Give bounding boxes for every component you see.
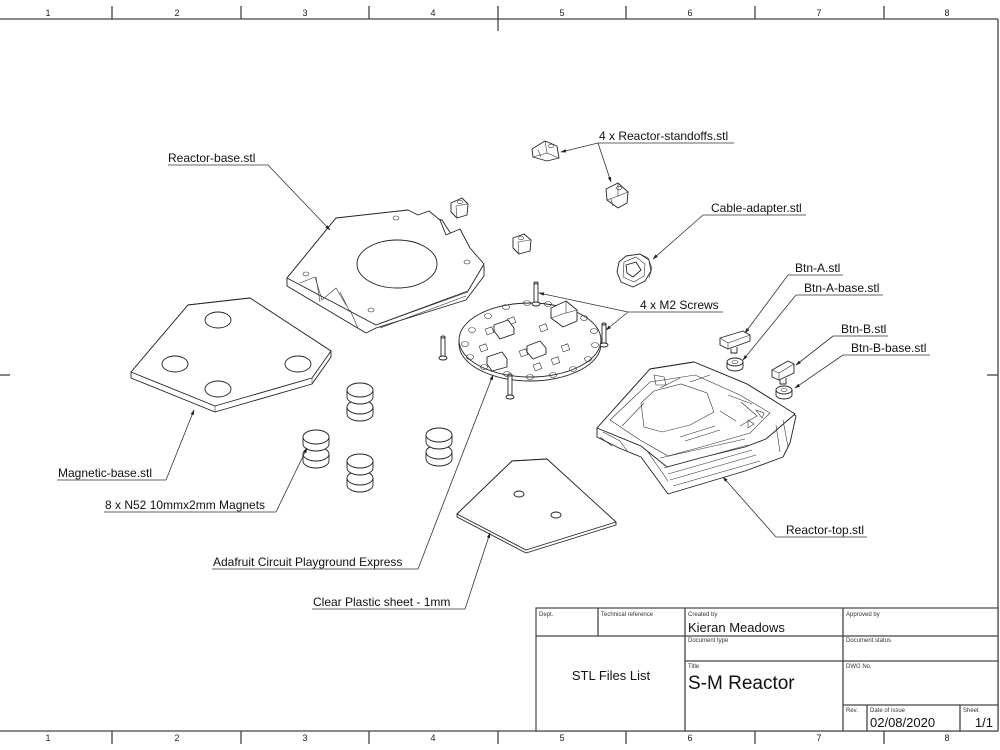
callout-reactor-top: Reactor-top.stl xyxy=(722,476,867,538)
standoff-part xyxy=(605,182,629,209)
date-of-issue-value: 02/08/2020 xyxy=(870,715,935,730)
callout-magnetic-base: Magnetic-base.stl xyxy=(57,409,195,481)
callout-cable-adapter: Cable-adapter.stl xyxy=(652,201,806,260)
callout-label: 4 x M2 Screws xyxy=(640,298,719,312)
callout-magnets: 8 x N52 10mmx2mm Magnets xyxy=(104,447,308,513)
magnet-stack xyxy=(425,427,453,467)
callout-label: Btn-B-base.stl xyxy=(851,341,926,355)
title-block: Dept. Technical reference Created by Kie… xyxy=(535,607,999,732)
circuit-playground-part xyxy=(458,300,602,382)
standoff-part xyxy=(450,197,469,219)
callout-label: Reactor-top.stl xyxy=(786,523,864,537)
zone-label: 2 xyxy=(174,733,179,743)
callout-btn-b-base: Btn-B-base.stl xyxy=(794,341,930,389)
m2-screw-part xyxy=(438,335,448,361)
board-pads xyxy=(461,300,599,380)
plastic-sheet-part xyxy=(456,458,617,554)
zone-label: 4 xyxy=(430,8,435,18)
callout-m2-screws: 4 x M2 Screws xyxy=(538,292,723,331)
magnetic-base-part xyxy=(130,297,332,413)
zone-label: 6 xyxy=(687,733,692,743)
callout-btn-b: Btn-B.stl xyxy=(795,322,888,366)
cable-adapter-part xyxy=(616,253,653,288)
doc-status-label: Document status xyxy=(846,638,891,644)
btn-b-base-part xyxy=(775,385,793,400)
zone-label: 5 xyxy=(559,733,564,743)
doc-type-label: Document type xyxy=(688,638,729,644)
callout-label: Clear Plastic sheet - 1mm xyxy=(313,595,450,609)
zone-label: 4 xyxy=(430,733,435,743)
zone-labels-bottom: 1 2 3 4 5 6 7 8 xyxy=(45,733,949,743)
title-label: Title xyxy=(688,664,700,670)
sheet-label: Sheet xyxy=(963,708,979,714)
callout-reactor-base: Reactor-base.stl xyxy=(168,151,331,231)
created-by-label: Created by xyxy=(688,612,717,618)
zone-label: 8 xyxy=(944,8,949,18)
zone-label: 8 xyxy=(944,733,949,743)
standoff-part xyxy=(512,233,532,255)
zone-label: 5 xyxy=(559,8,564,18)
callout-label: Btn-A.stl xyxy=(795,261,840,275)
callout-label: 8 x N52 10mmx2mm Magnets xyxy=(105,498,265,512)
callout-label: 4 x Reactor-standoffs.stl xyxy=(599,129,728,143)
callout-label: Reactor-base.stl xyxy=(168,151,255,165)
magnet-stack xyxy=(346,453,374,493)
magnet-stack xyxy=(346,382,374,422)
dept-label: Dept. xyxy=(539,612,554,618)
callout-label: Magnetic-base.stl xyxy=(58,466,152,480)
callout-btn-a: Btn-A.stl xyxy=(744,261,843,334)
callout-label: Btn-A-base.stl xyxy=(804,281,879,295)
drawing-title: S-M Reactor xyxy=(688,673,795,694)
magnets-part xyxy=(302,382,453,493)
zone-label: 3 xyxy=(302,8,307,18)
callout-label: Adafruit Circuit Playground Express xyxy=(213,555,402,569)
zone-labels-top: 1 2 3 4 5 6 7 8 xyxy=(45,8,949,18)
btn-b-part xyxy=(771,360,795,385)
btn-a-base-part xyxy=(726,357,744,372)
zone-label: 3 xyxy=(302,733,307,743)
m2-screw-part xyxy=(505,373,515,400)
callout-btn-a-base: Btn-A-base.stl xyxy=(742,281,883,361)
callout-label: Btn-B.stl xyxy=(841,322,886,336)
drawing-description: STL Files List xyxy=(572,668,651,683)
rev-label: Rev. xyxy=(846,708,858,714)
zone-label: 7 xyxy=(816,733,821,743)
reactor-top-part xyxy=(596,361,797,495)
board-components xyxy=(478,300,578,372)
m2-screw-part xyxy=(599,322,609,348)
zone-label: 6 xyxy=(687,8,692,18)
date-of-issue-label: Date of issue xyxy=(870,708,906,714)
callout-label: Cable-adapter.stl xyxy=(711,201,802,215)
callout-circuit-playground: Adafruit Circuit Playground Express xyxy=(212,374,494,570)
zone-label: 7 xyxy=(816,8,821,18)
reactor-base-part xyxy=(286,209,485,334)
magnet-stack xyxy=(302,429,330,469)
callout-standoffs: 4 x Reactor-standoffs.stl xyxy=(560,129,734,183)
callout-plastic-sheet: Clear Plastic sheet - 1mm xyxy=(312,532,491,610)
zone-label: 1 xyxy=(45,733,50,743)
m2-screw-part xyxy=(531,281,541,307)
dwg-no-label: DWG No. xyxy=(846,664,872,670)
approved-by-label: Approved by xyxy=(846,612,880,618)
standoff-part xyxy=(531,140,560,162)
sheet-number: 1/1 xyxy=(975,715,993,730)
created-by-value: Kieran Meadows xyxy=(688,620,785,635)
tech-ref-label: Technical reference xyxy=(601,612,654,618)
zone-label: 1 xyxy=(45,8,50,18)
zone-label: 2 xyxy=(174,8,179,18)
btn-a-part xyxy=(719,330,751,354)
